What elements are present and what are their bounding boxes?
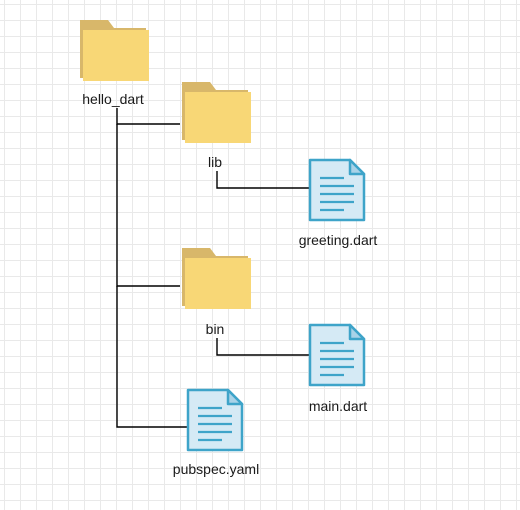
node-label-lib: lib (208, 154, 222, 170)
node-label-hello-dart: hello_dart (82, 91, 144, 107)
node-label-main-dart: main.dart (309, 398, 367, 414)
node-lib[interactable]: lib (182, 82, 251, 170)
node-label-pubspec-yaml: pubspec.yaml (173, 461, 259, 477)
connector-root-bin (116, 124, 180, 287)
folder-icon (182, 82, 251, 143)
tree-connectors (116, 108, 310, 428)
folder-icon (80, 20, 149, 81)
node-bin[interactable]: bin (182, 248, 251, 337)
node-label-greeting-dart: greeting.dart (299, 232, 378, 248)
connector-lib-greeting (216, 171, 310, 189)
node-main-dart[interactable]: main.dart (308, 323, 367, 414)
node-greeting-dart[interactable]: greeting.dart (299, 158, 378, 248)
file-icon (308, 158, 366, 222)
connector-root-lib (116, 108, 180, 125)
node-label-bin: bin (206, 321, 225, 337)
node-hello-dart[interactable]: hello_dart (80, 20, 149, 107)
folder-icon (182, 248, 251, 309)
connector-root-pubspec (116, 286, 188, 428)
file-icon (308, 323, 366, 387)
node-pubspec-yaml[interactable]: pubspec.yaml (173, 388, 259, 477)
connector-bin-main (216, 338, 310, 356)
file-icon (186, 388, 244, 452)
